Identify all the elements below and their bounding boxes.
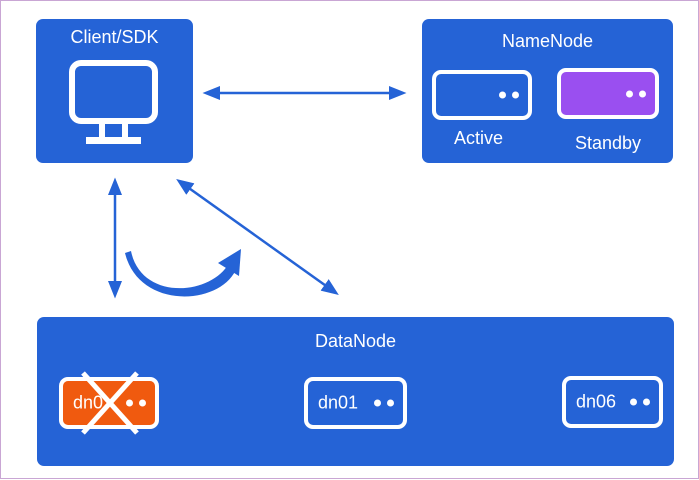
cross-icon (81, 371, 139, 435)
standby-namenode-server-icon (557, 68, 659, 119)
datanode-title: DataNode (314, 331, 397, 351)
datanode-label: dn01 (318, 392, 359, 413)
active-namenode-server-icon (432, 70, 532, 120)
curved-arrow-icon (125, 249, 241, 297)
datanode-server: dn06 (562, 376, 663, 428)
datanode-server: dn01 (304, 377, 407, 429)
datanode-label: dn0 (73, 392, 104, 413)
client-sdk-panel: Client/SDK (36, 19, 193, 163)
monitor-icon (69, 60, 158, 144)
datanode-label: dn06 (576, 391, 617, 412)
namenode-panel: NameNode Active Standby (422, 19, 673, 163)
client-title: Client/SDK (70, 27, 159, 47)
namenode-title: NameNode (501, 31, 594, 51)
client-datanode-diagonal-arrow (176, 178, 339, 296)
standby-label: Standby (575, 133, 642, 153)
datanode-panel: DataNode dn0 dn01 dn06 (37, 317, 674, 466)
active-label: Active (454, 128, 504, 148)
